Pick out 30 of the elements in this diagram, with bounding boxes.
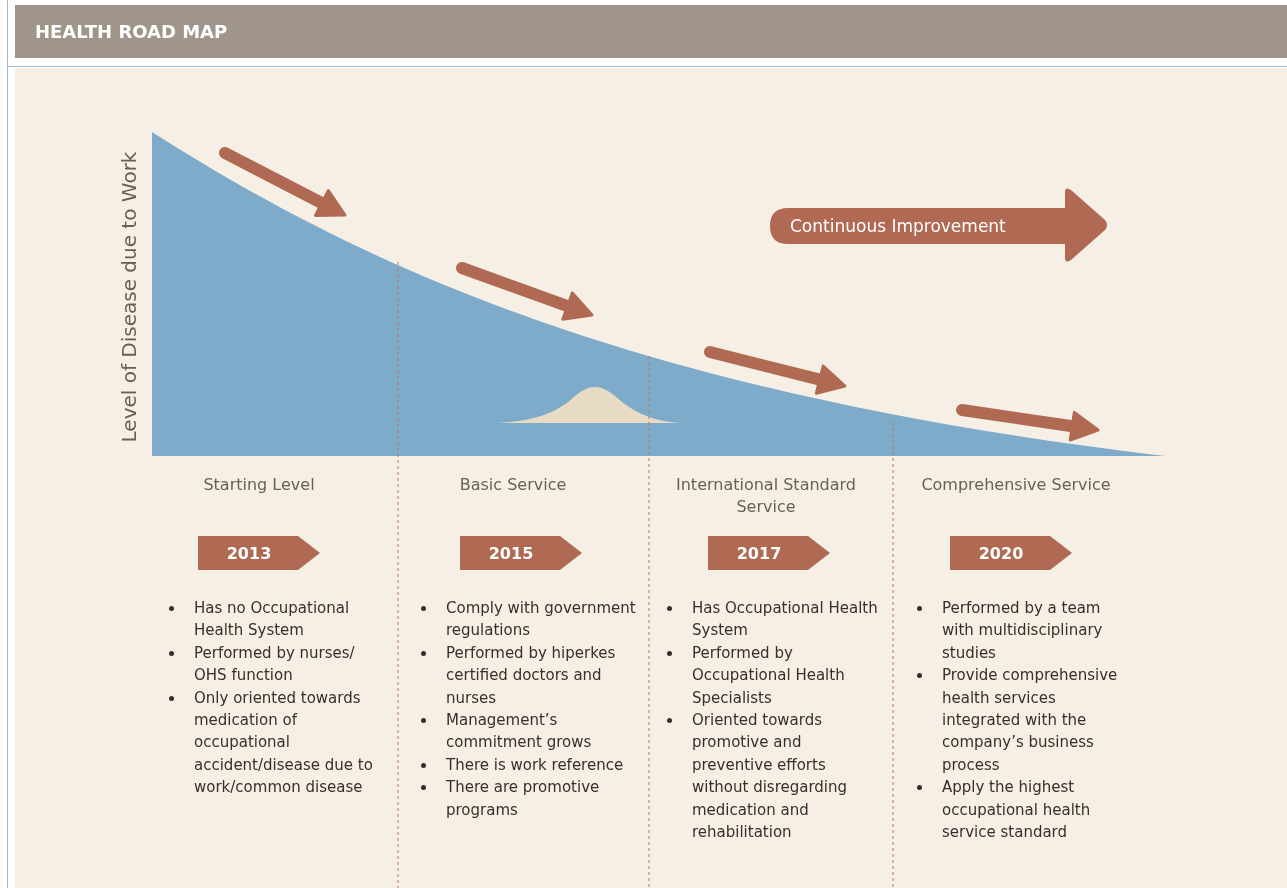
- year-chevron: [460, 536, 582, 570]
- bullet-text: There is work reference: [446, 754, 625, 776]
- year-chevron: [708, 536, 830, 570]
- stage-heading: International Standard Service: [675, 474, 857, 518]
- bullet-text: Oriented towards promotive and preventive efforts without disregarding medication and rehabilitation: [692, 710, 849, 844]
- bullet-text: Apply the highest occupational health service standard: [942, 777, 1092, 844]
- stage-heading: Comprehensive Service: [920, 474, 1112, 496]
- bullet-text: Management’s commitment grows: [446, 710, 593, 754]
- bullet-text: Performed by Occupational Health Specialists: [692, 642, 846, 709]
- stage-heading: Starting Level: [202, 474, 316, 496]
- year-label: 2017: [736, 543, 782, 563]
- stage-heading: Basic Service: [458, 474, 568, 496]
- improvement-arrow: [770, 188, 1108, 263]
- bullet-text: Performed by a team with multidisciplinary studies: [942, 598, 1104, 664]
- bullet-text: Comply with government regulations: [446, 598, 636, 642]
- year-chevron: [198, 536, 320, 570]
- bullet-text: Only oriented towards medication of occupational accident/disease due to work/common disease: [194, 687, 374, 799]
- year-label: 2015: [488, 543, 534, 563]
- bullet-text: Performed by nurses/ OHS function: [194, 642, 356, 687]
- bullet-text: Has Occupational Health System: [692, 598, 879, 642]
- bullet-text: Has no Occupational Health System: [194, 598, 351, 642]
- bullet-text: There are promotive programs: [446, 777, 601, 821]
- arrow-label: Continuous Improvement: [790, 215, 1006, 236]
- axis-label: Level of Disease due to Work: [117, 150, 141, 445]
- year-label: 2013: [226, 543, 272, 563]
- bullet-text: Performed by hiperkes certified doctors and nurses: [446, 642, 617, 709]
- bullet-text: Provide comprehensive health services integrated with the company’s business process: [942, 665, 1119, 776]
- title: HEALTH ROAD MAP: [35, 21, 228, 42]
- year-chevron: [950, 536, 1072, 570]
- year-label: 2020: [978, 543, 1024, 563]
